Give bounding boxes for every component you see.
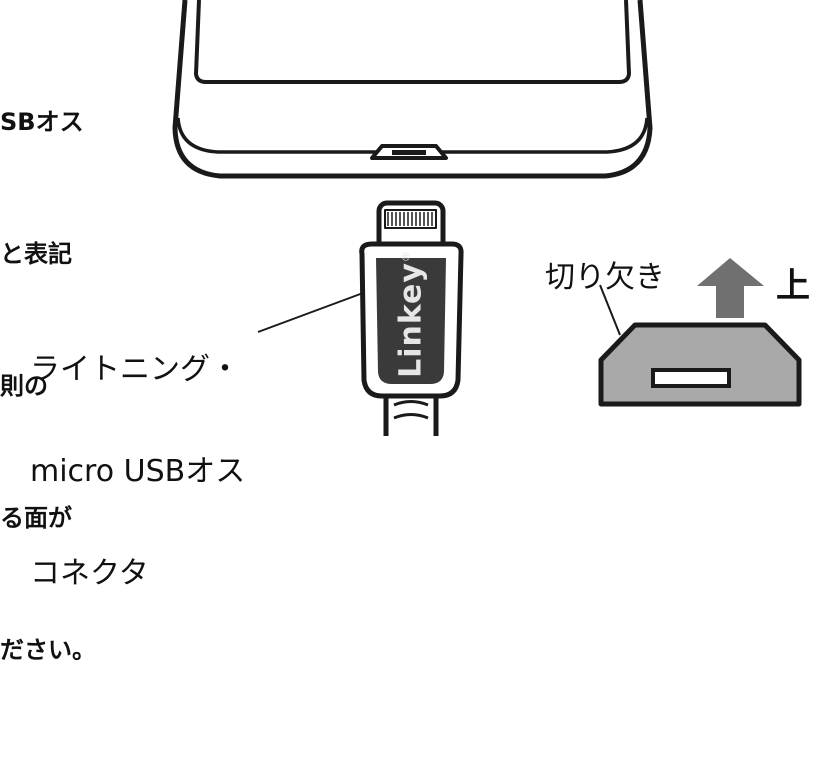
connector-label-line-1: ライトニング・ — [30, 352, 240, 387]
smartphone-illustration — [172, 0, 653, 179]
connector-body-face — [376, 258, 446, 384]
port-detail-illustration — [598, 284, 802, 407]
connector-label: ライトニング・ micro USBオス コネクタ — [30, 285, 290, 659]
up-arrow-icon — [697, 258, 764, 318]
port-housing — [598, 322, 802, 407]
instruction-line-3: 則の — [0, 372, 48, 400]
cable-ridges — [393, 400, 429, 420]
connector-illustration — [359, 200, 464, 436]
registered-mark: ® — [399, 250, 413, 263]
notch-leader — [599, 284, 621, 336]
instruction-line-1: SBオス — [0, 108, 84, 136]
illustration — [172, 0, 802, 436]
diagram-canvas: SBオス と表記 則の る面が ださい。 — [0, 0, 810, 664]
phone-outer-edge — [172, 0, 653, 179]
connector-label-line-2: micro USBオス — [30, 454, 246, 489]
phone-screen-edge — [194, 0, 631, 84]
port-slot — [392, 150, 426, 155]
connector-label-line-3: コネクタ — [30, 556, 149, 591]
callout-leader — [257, 292, 364, 333]
brand-logo: Linkey® — [394, 250, 429, 378]
cable — [383, 396, 439, 436]
instruction-line-2: と表記 — [0, 240, 72, 268]
notch-label: 切り欠き — [545, 260, 665, 295]
port-opening — [651, 368, 731, 388]
up-label: 上 — [776, 266, 810, 306]
brand-text: Linkey — [393, 262, 429, 378]
lightning-pins — [384, 209, 437, 229]
